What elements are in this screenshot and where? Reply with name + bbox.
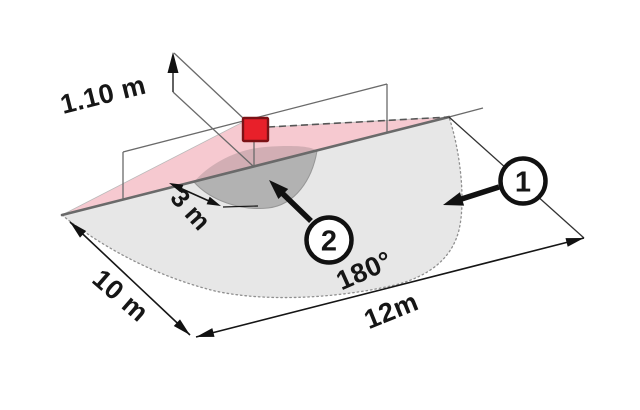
wall-corner-extension-line xyxy=(448,107,484,118)
coverage-width-label: 12m xyxy=(360,286,423,335)
marker-1-arrow-head-icon xyxy=(443,192,465,206)
marker-1-number: 1 xyxy=(515,166,531,198)
marker-2-badge xyxy=(304,215,354,265)
inner-radius-dimension-line xyxy=(179,187,210,202)
depth-dimension-line xyxy=(69,221,191,336)
beam-top-dashed-line xyxy=(267,116,450,128)
width-dimension-line xyxy=(195,237,585,338)
marker-1-badge xyxy=(498,156,548,206)
height-projection-bottom-line xyxy=(172,91,254,167)
inner-radius-arrow-head-bottom-icon xyxy=(206,196,221,206)
marker-2-arrow-shaft xyxy=(279,190,313,223)
mounting-height-label: 1.10 m xyxy=(57,70,149,120)
marker-2-number: 2 xyxy=(321,225,337,257)
marker-1-arrow-shaft xyxy=(459,184,500,203)
marker-2-arrow-head-icon xyxy=(269,180,289,199)
sensor-device xyxy=(241,116,270,143)
depth-arrow-head-bottom-icon xyxy=(173,319,190,335)
inner-radius-arrow-head-top-icon xyxy=(169,183,184,193)
coverage-depth-label: 10 m xyxy=(87,263,155,327)
depth-arrow-head-top-icon xyxy=(70,222,87,238)
height-projection-top-line xyxy=(173,52,244,119)
width-arrow-head-right-icon xyxy=(565,238,584,247)
inner-radius-extension-line xyxy=(222,205,259,208)
width-arrow-head-left-icon xyxy=(196,328,215,337)
wall-base-line xyxy=(60,115,451,217)
height-arrow-head-icon xyxy=(167,52,179,73)
coverage-arc-border xyxy=(61,116,463,299)
